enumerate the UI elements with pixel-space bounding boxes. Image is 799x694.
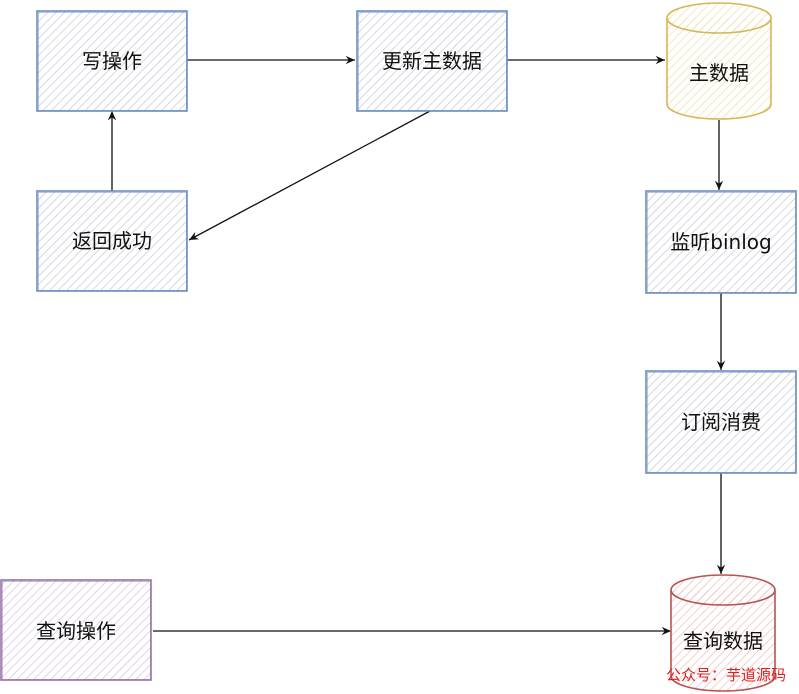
node-subscribe-consume-label: 订阅消费 [681,410,761,434]
node-query-operation: 查询操作 [0,579,152,681]
node-update-master-data: 更新主数据 [356,10,508,112]
watermark-text: 公众号：芋道源码 [666,666,786,684]
node-write-operation-label: 写操作 [82,49,142,73]
node-update-master-data-label: 更新主数据 [382,49,482,73]
node-return-success-label: 返回成功 [72,229,152,253]
node-subscribe-consume: 订阅消费 [645,370,797,474]
node-listen-binlog: 监听binlog [645,190,797,294]
node-master-data-db-label: 主数据 [689,61,749,85]
node-return-success: 返回成功 [36,190,188,292]
node-write-operation: 写操作 [36,10,188,112]
node-query-data-db: 查询数据 [670,574,776,692]
node-query-data-db-label: 查询数据 [683,629,763,653]
node-master-data-db: 主数据 [666,2,772,120]
node-listen-binlog-label: 监听binlog [670,230,771,254]
node-query-operation-label: 查询操作 [36,619,116,643]
edge-update-to-return [188,110,431,241]
edges [107,55,726,636]
